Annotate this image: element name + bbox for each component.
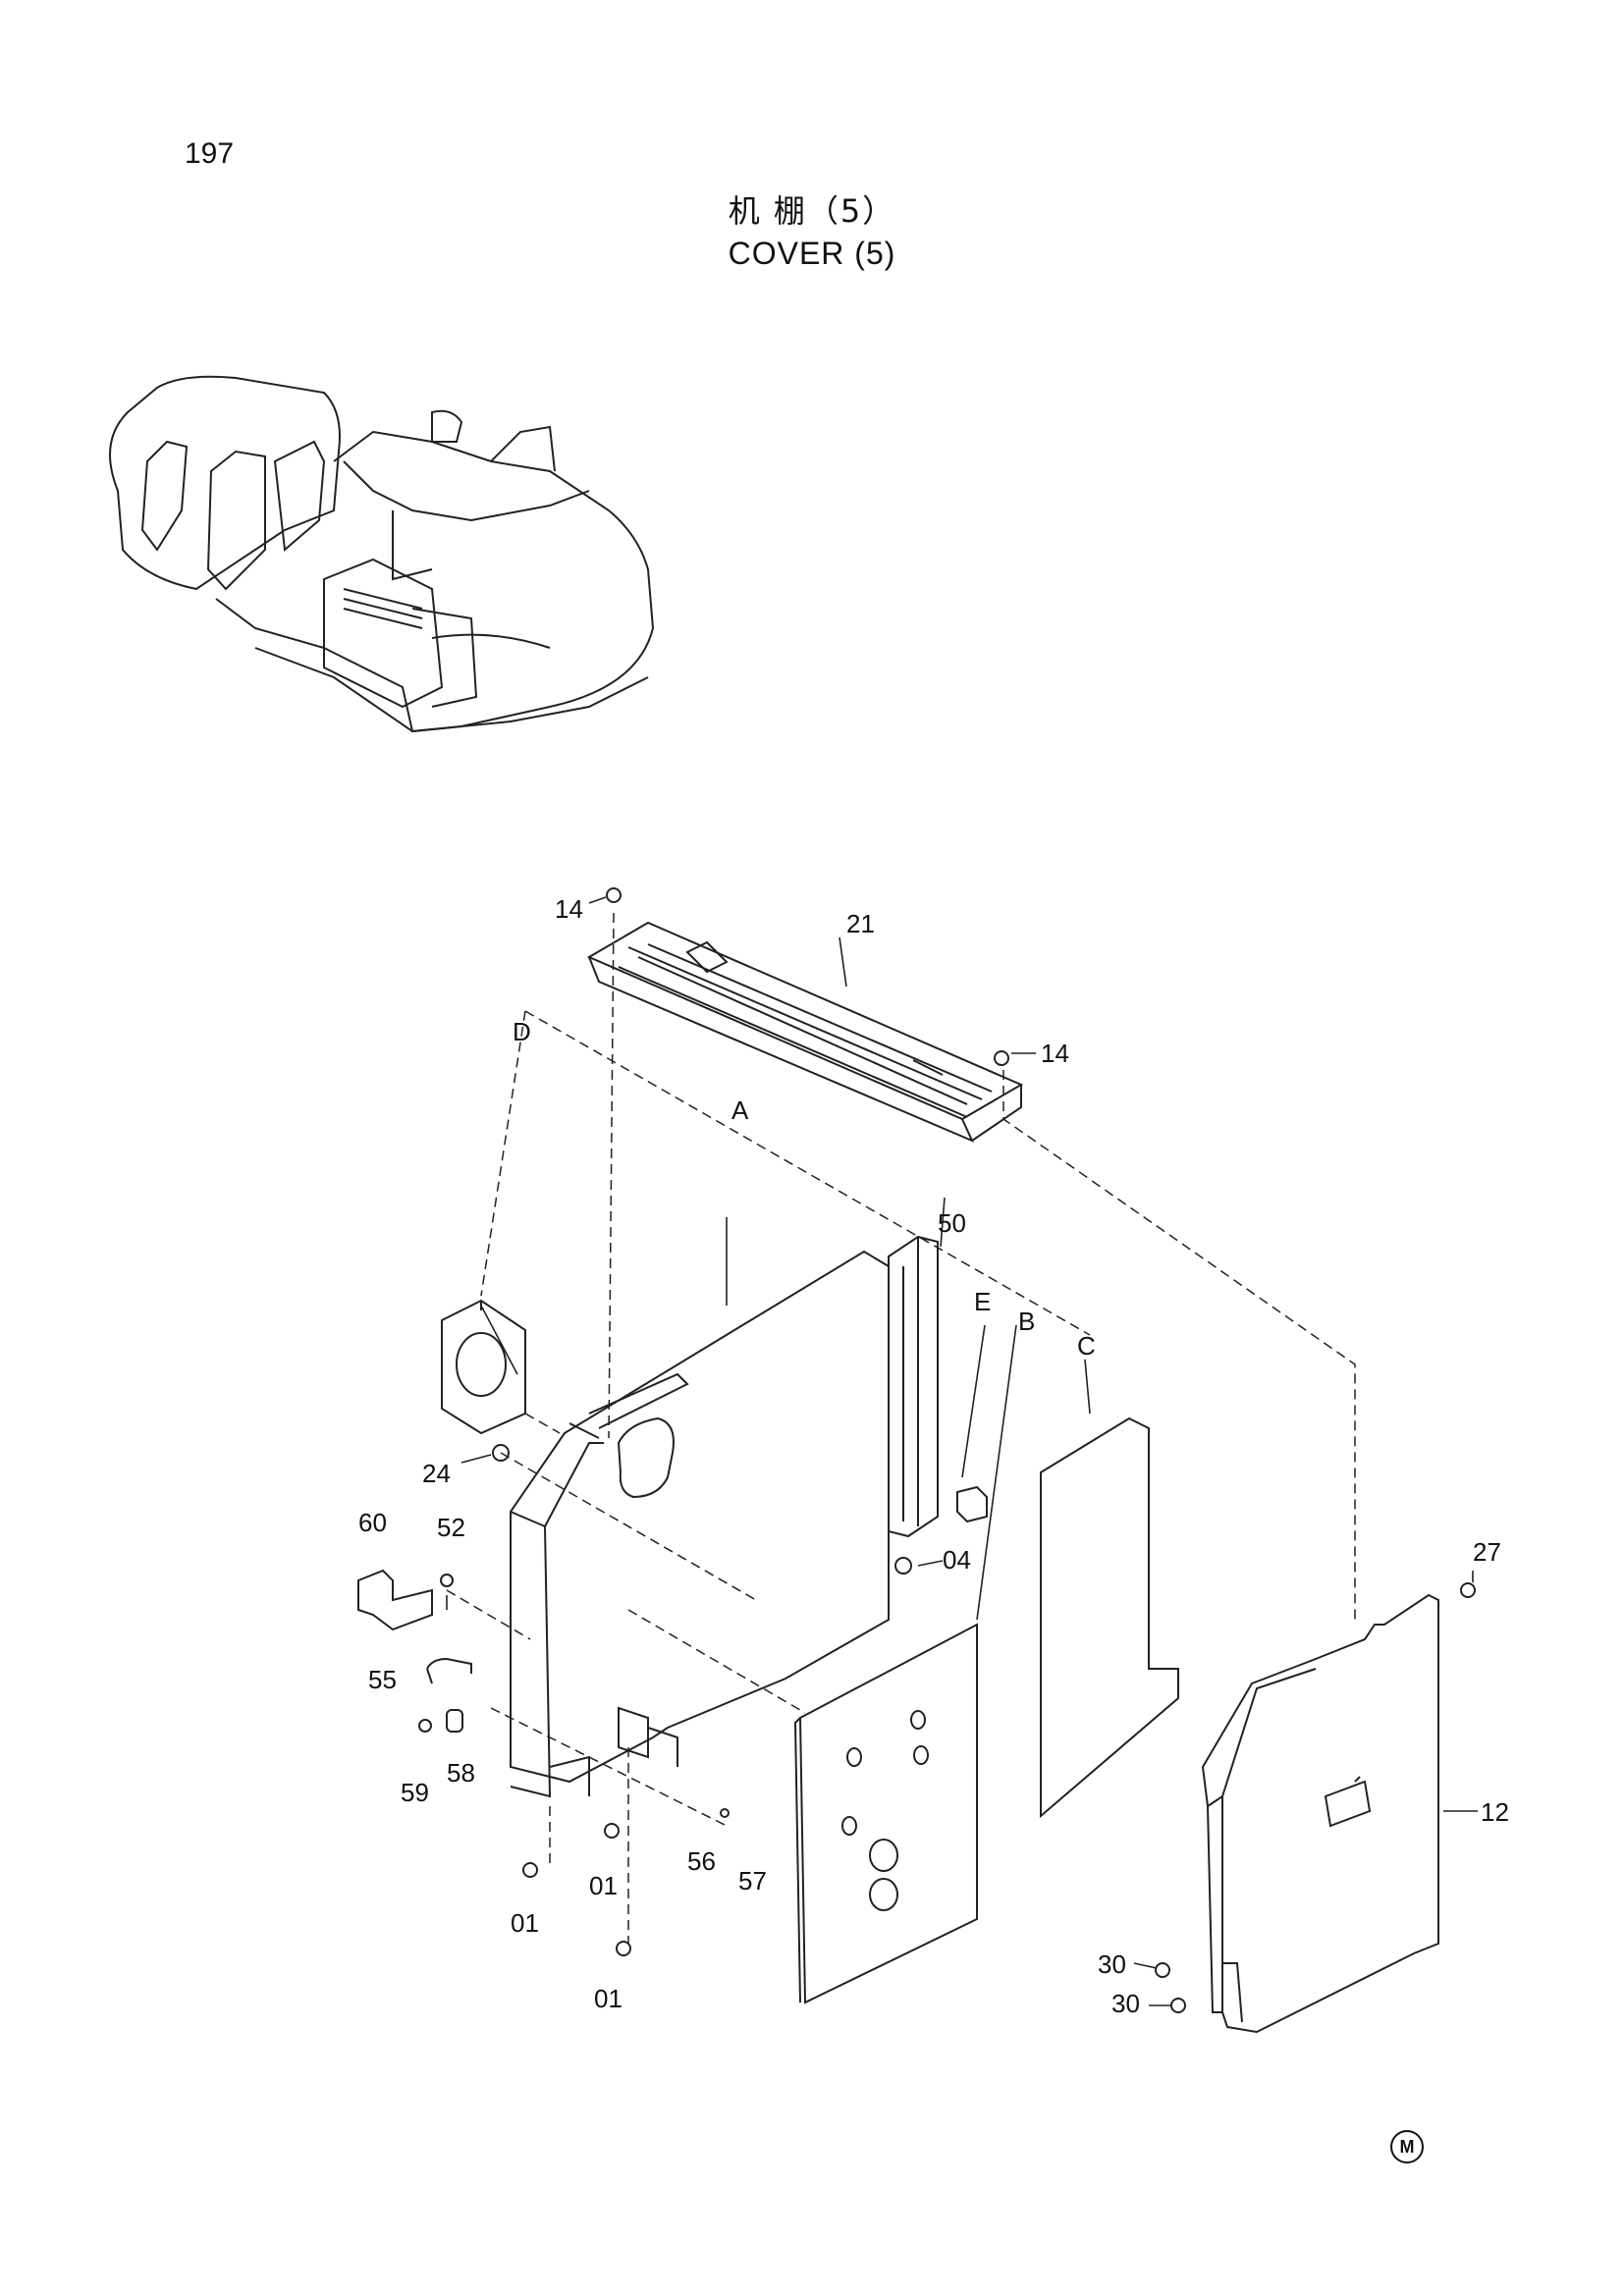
- callout-labels: 14 21 14 D A 50 E B C 24 60 52 04 27 55 …: [358, 894, 1509, 2018]
- bolts: [418, 887, 1476, 2013]
- callout-55: 55: [368, 1665, 397, 1694]
- callout-d: D: [513, 1017, 531, 1046]
- callout-59: 59: [401, 1778, 429, 1807]
- callout-14-top-left: 14: [555, 894, 583, 924]
- callout-30-lower: 30: [1111, 1989, 1140, 2018]
- title-english: COVER (5): [728, 236, 896, 271]
- part-58-grommet: [446, 1709, 463, 1733]
- part-c-insulation-strip: [1040, 1416, 1179, 1819]
- callout-58: 58: [447, 1758, 475, 1788]
- part-12-right-panel: [1201, 1593, 1439, 2034]
- part-60-bracket: [357, 1569, 433, 1631]
- title-chinese: 机 棚（5）: [728, 192, 896, 230]
- callout-01-middle: 01: [589, 1871, 618, 1900]
- callout-12: 12: [1481, 1797, 1509, 1827]
- callout-01-left: 01: [511, 1908, 539, 1938]
- callout-21: 21: [846, 909, 875, 938]
- callout-04: 04: [943, 1545, 971, 1575]
- part-55-clip: [426, 1657, 472, 1684]
- callout-24: 24: [422, 1459, 451, 1488]
- callout-14-top-right: 14: [1041, 1039, 1069, 1068]
- page-number: 197: [185, 137, 235, 170]
- callout-e: E: [974, 1287, 991, 1316]
- callout-c: C: [1077, 1331, 1096, 1361]
- callout-a: A: [731, 1095, 749, 1125]
- callout-b: B: [1018, 1307, 1035, 1336]
- part-b-insulation-board: [793, 1623, 978, 2004]
- callout-30-upper: 30: [1098, 1949, 1126, 1979]
- callout-27: 27: [1473, 1537, 1501, 1567]
- part-a-main-panel: [510, 1250, 890, 1798]
- callout-52: 52: [437, 1513, 465, 1542]
- callout-01-bottom: 01: [594, 1984, 623, 2013]
- callout-50: 50: [938, 1208, 966, 1238]
- part-50-side-bracket: [888, 1235, 939, 1538]
- part-21-top-cover: [586, 921, 1024, 1143]
- callout-56: 56: [687, 1846, 716, 1876]
- callout-60: 60: [358, 1508, 387, 1537]
- part-e-seal-block: [956, 1485, 988, 1523]
- excavator-overview-illustration: [109, 375, 655, 733]
- manufacturer-mark: M: [1390, 2130, 1424, 2163]
- callout-57: 57: [738, 1866, 767, 1896]
